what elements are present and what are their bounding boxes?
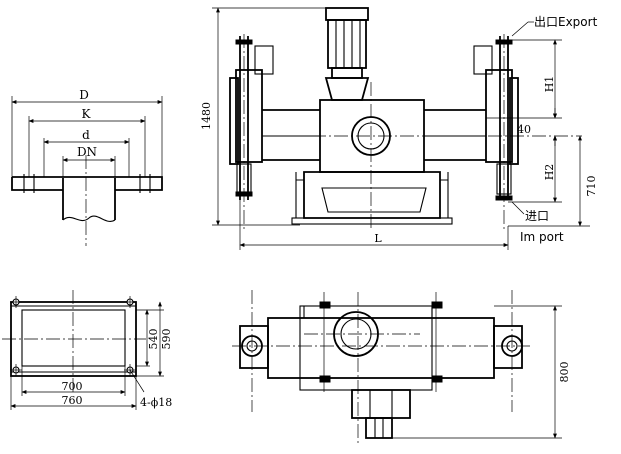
left-pump-side <box>229 77 239 165</box>
base-window <box>321 187 427 213</box>
export-label: 出口Export <box>534 15 598 29</box>
right-pump-head <box>485 69 513 163</box>
base-frame-inner <box>21 309 126 367</box>
top-plan-view: 800 <box>232 290 571 444</box>
motor-cap <box>325 7 369 21</box>
dim-label-D: D <box>79 88 89 102</box>
connecting-arms <box>262 109 486 161</box>
bolt-block-icon <box>319 301 331 309</box>
dim-label-1480: 1480 <box>200 102 213 130</box>
dim-label-d: d <box>82 128 90 142</box>
left-bearing-block <box>239 325 269 369</box>
dim-label-760: 760 <box>62 394 83 407</box>
right-valve-box <box>473 45 493 75</box>
pipe-neck <box>62 190 116 220</box>
dim-label-590: 590 <box>160 329 173 350</box>
right-port-inner <box>506 340 518 352</box>
hole-note: 4-ϕ18 <box>140 396 172 409</box>
dim-label-710: 710 <box>585 176 598 197</box>
bolt-block-icon <box>319 375 331 383</box>
center-bore-outer <box>333 311 379 357</box>
pipe-break-line <box>62 215 116 222</box>
right-port-outer <box>501 335 523 357</box>
dim-label-L: L <box>374 232 382 245</box>
left-pump-head <box>235 69 263 163</box>
flange-plate <box>11 176 163 191</box>
flange-detail-view: D K d DN <box>11 88 163 246</box>
left-valve-box <box>254 45 274 75</box>
dim-label-540: 540 <box>147 329 160 350</box>
dim-label-700: 700 <box>62 380 83 393</box>
import-label-cn: 进口 <box>525 209 549 223</box>
motor-plan-shaft <box>365 417 393 439</box>
pump-main-body <box>267 317 495 379</box>
dim-label-H2: H2 <box>543 164 556 181</box>
base-footing <box>291 217 453 225</box>
right-bearing-block <box>493 325 523 369</box>
motor-flange <box>331 67 363 79</box>
dim-label-K: K <box>82 107 92 121</box>
base-plan-view: 540 590 700 760 4-ϕ18 <box>2 290 173 410</box>
bolt-block-icon <box>431 375 443 383</box>
dim-label-40: 40 <box>517 123 531 136</box>
motor-adapter <box>324 77 370 101</box>
dim-label-H1: H1 <box>543 76 556 93</box>
front-elevation-view: 1480 <box>200 7 598 250</box>
dim-label-800: 800 <box>558 362 571 383</box>
right-pump-side <box>509 77 519 165</box>
motor-plan-body <box>351 389 411 419</box>
bolt-block-icon <box>431 301 443 309</box>
dim-label-DN: DN <box>77 145 97 159</box>
left-port-outer <box>241 335 263 357</box>
flange-neck-edges <box>62 178 116 190</box>
import-label-en: Im port <box>520 230 564 244</box>
left-port-inner <box>246 340 258 352</box>
pump-base <box>303 171 441 219</box>
center-bore-inner <box>340 318 372 350</box>
